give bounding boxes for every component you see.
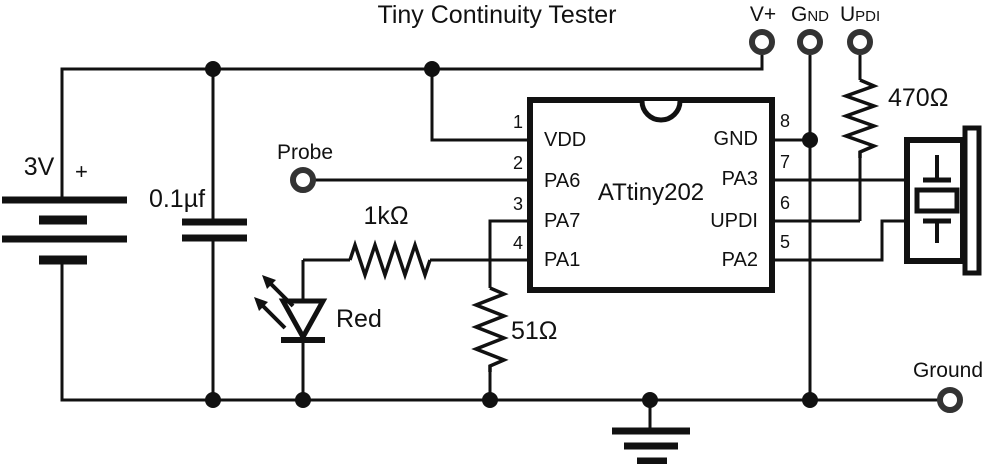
updi-terminal [847,29,873,55]
probe-terminal [290,167,316,193]
capacitor-symbol [182,218,247,242]
led-symbol [254,275,328,343]
ic-pin-name-vdd: VDD [544,129,587,151]
wire-vdd [430,69,532,142]
terminal-circles [290,29,963,413]
gnd-label: GND [791,4,829,25]
ic-pin-number-5: 5 [780,232,791,252]
ic-pin-name-gnd: GND [713,128,758,150]
updi-label: UPDI [840,4,880,25]
ic-pin-number-3: 3 [512,194,523,214]
ic-pin-number-7: 7 [780,152,791,172]
resistor-1k-symbol [348,239,432,281]
schematic-title: Tiny Continuity Tester [377,1,617,29]
ic-pin-name-pa2: PA2 [721,249,758,271]
wire-set [60,55,940,428]
led-emission-arrows [258,279,295,330]
resistor-1k-label: 1kΩ [363,202,409,230]
capacitor-value-label: 0.1µf [148,185,206,213]
battery-voltage-label: 3V [23,153,55,181]
ic-pin-name-pa6: PA6 [544,170,581,192]
led-color-label: Red [336,305,382,333]
ic-pin-number-2: 2 [512,153,523,173]
updi-label-smallcaps: PDI [855,8,881,25]
ic-pin-name-pa7: PA7 [544,210,581,232]
ic-pin-name-updi: UPDI [710,210,758,232]
battery-plus-sign: + [75,159,88,184]
gnd-label-initial: G [791,3,808,26]
resistor-470-label: 470Ω [888,84,949,112]
wire-top-rail [60,55,764,197]
gnd-label-smallcaps: ND [807,8,830,25]
updi-label-initial: U [840,3,856,26]
buzzer-crystal [914,155,960,243]
wire-ground-rail [60,263,940,402]
resistor-51-symbol [471,286,509,372]
ic-name-label: ATtiny202 [597,179,705,206]
ground-symbol [612,427,690,464]
vplus-terminal [749,29,775,55]
ground-label: Ground [912,359,984,382]
ic-pin-name-pa3: PA3 [721,168,758,190]
ic-pin-number-8: 8 [780,111,791,131]
ic-pin-number-4: 4 [512,233,523,253]
ic-symbol [527,97,775,293]
vplus-label: V+ [749,3,777,26]
gnd-terminal [797,29,823,55]
ic-pin-number-6: 6 [780,193,791,213]
ic-pin-name-pa1: PA1 [544,249,581,271]
wire-pa7 [488,219,532,260]
resistor-470-symbol [840,78,880,158]
ground-terminal [937,387,963,413]
probe-label: Probe [276,141,334,164]
battery-symbol [2,196,127,265]
resistor-51-label: 51Ω [511,317,558,345]
junction-dots [205,61,818,408]
ic-notch [639,100,683,123]
buzzer-symbol [904,125,982,276]
buzzer-plate [962,125,982,276]
wire-pin5-buzzer [770,219,907,262]
ic-pin-number-1: 1 [512,112,523,132]
